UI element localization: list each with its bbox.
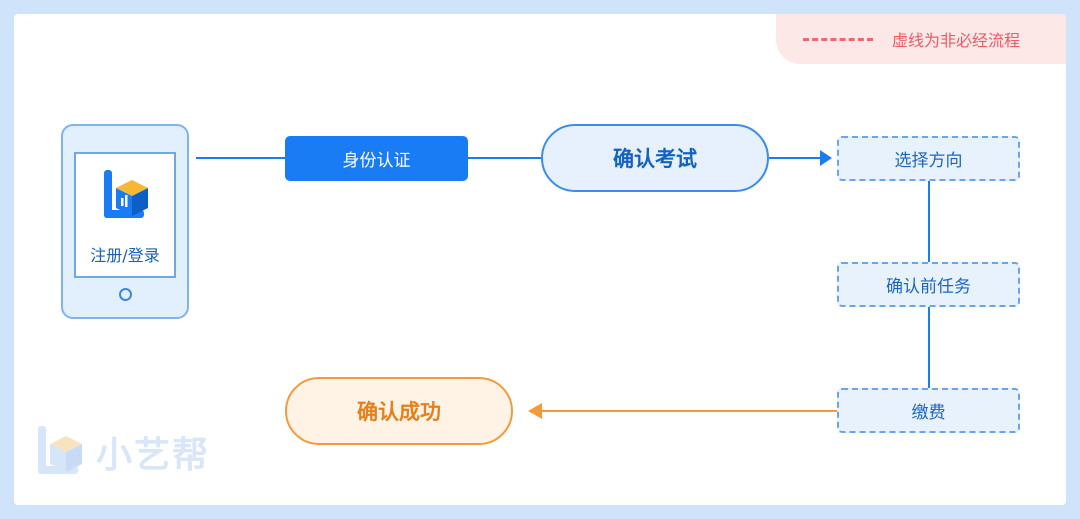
- phone-label: 注册/登录: [90, 246, 160, 265]
- node-identity-verification: 身份认证: [285, 136, 468, 181]
- node-confirm-pre-tasks: 确认前任务: [837, 262, 1020, 307]
- node-confirm-exam: 确认考试: [541, 124, 769, 192]
- connector-lines: [196, 150, 930, 419]
- legend: 虚线为非必经流程: [776, 14, 1066, 64]
- watermark-logo-icon: [38, 426, 82, 474]
- legend-dash-sample: [803, 37, 873, 41]
- node-choose-direction: 选择方向: [837, 136, 1020, 181]
- node-confirm-success: 确认成功: [285, 377, 513, 445]
- arrowhead-to-success: [528, 403, 542, 419]
- flow-diagram: 虚线为非必经流程 注册/登录 身份认证 确认考试 选择方向 确认前任务: [14, 14, 1066, 505]
- home-button-icon: [119, 288, 132, 301]
- app-logo-icon: [104, 170, 148, 218]
- watermark: 小艺帮: [36, 424, 210, 480]
- watermark-text: 小艺帮: [96, 435, 211, 476]
- legend-text: 虚线为非必经流程: [892, 31, 1021, 50]
- phone-screen: 注册/登录: [74, 152, 176, 278]
- node-payment: 缴费: [837, 388, 1020, 433]
- arrowhead-to-direction: [820, 150, 832, 166]
- phone-device: 注册/登录: [61, 124, 189, 319]
